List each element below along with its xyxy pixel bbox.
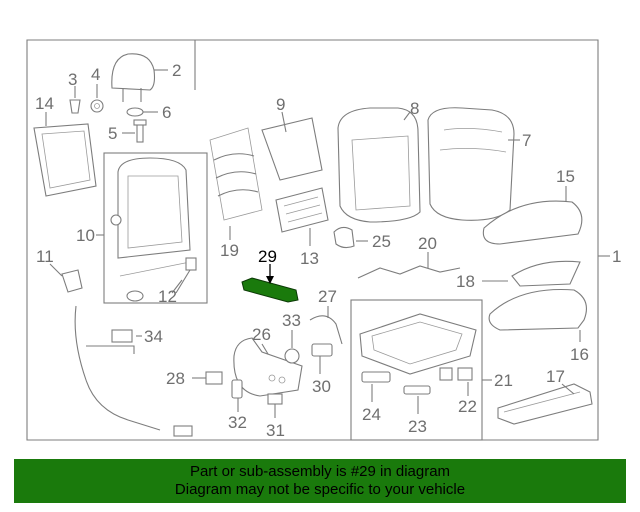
seat-adjuster <box>359 313 477 395</box>
part-29-highlight <box>241 264 299 303</box>
spring-mat <box>209 127 263 240</box>
cushion-wiring <box>357 265 461 279</box>
callout-21: 21 <box>494 371 513 390</box>
callout-34: 34 <box>144 327 163 346</box>
info-line-2: Diagram may not be specific to your vehi… <box>174 481 466 498</box>
callout-24: 24 <box>362 405 381 424</box>
seat-cushion <box>488 288 587 331</box>
callout-30: 30 <box>312 377 331 396</box>
callout-23: 23 <box>408 417 427 436</box>
callout-22: 22 <box>458 397 477 416</box>
trim-clip <box>205 371 223 385</box>
seat-back-frame <box>110 157 197 302</box>
callout-32: 32 <box>228 413 247 432</box>
frame-group-box <box>103 152 208 304</box>
info-line-1: Part or sub-assembly is #29 in diagram <box>189 463 451 480</box>
callout-26: 26 <box>252 325 271 344</box>
seat-wire-harness <box>74 305 193 437</box>
callout-6: 6 <box>162 103 171 122</box>
callout-1: 1 <box>612 247 621 266</box>
back-panel <box>33 112 97 197</box>
callout-2: 2 <box>172 61 181 80</box>
callout-28: 28 <box>166 369 185 388</box>
callout-10: 10 <box>76 226 95 245</box>
callout-5: 5 <box>108 124 117 143</box>
parts-diagram: 1 2 3 4 5 6 7 8 9 10 11 12 13 14 15 16 1… <box>26 39 621 441</box>
callout-18: 18 <box>456 272 475 291</box>
callout-29: 29 <box>258 247 277 266</box>
cable <box>309 315 343 345</box>
clip <box>333 226 355 249</box>
callout-20: 20 <box>418 234 437 253</box>
bolt <box>122 119 147 143</box>
callout-11: 11 <box>36 247 54 266</box>
lumbar-support <box>275 187 329 246</box>
seat-track-rail <box>497 383 593 425</box>
callout-8: 8 <box>410 99 419 118</box>
callout-27: 27 <box>318 287 337 306</box>
knob <box>284 330 300 364</box>
back-pad <box>261 117 323 181</box>
washer <box>126 107 144 117</box>
headrest <box>111 53 168 102</box>
seatback-cushion <box>337 107 421 223</box>
switch <box>231 379 243 399</box>
callout-9: 9 <box>276 95 285 114</box>
callout-14: 14 <box>35 94 54 113</box>
switch-bezel <box>267 393 283 405</box>
adjuster-group-box <box>350 299 483 441</box>
callout-3: 3 <box>68 70 77 89</box>
callout-4: 4 <box>91 65 100 84</box>
seat-pad <box>511 260 581 287</box>
info-banner: Part or sub-assembly is #29 in diagram D… <box>14 459 626 503</box>
callout-31: 31 <box>266 421 285 440</box>
callout-12: 12 <box>158 287 177 306</box>
callout-7: 7 <box>522 131 531 150</box>
callout-17: 17 <box>546 367 565 386</box>
seat-cushion-cover <box>482 200 583 245</box>
diagram-frame <box>26 39 599 441</box>
adjuster-switch <box>311 343 333 357</box>
callout-33: 33 <box>282 311 301 330</box>
callout-15: 15 <box>556 167 575 186</box>
headrest-guides <box>69 84 104 114</box>
side-trim <box>233 337 303 397</box>
callout-13: 13 <box>300 249 319 268</box>
callout-16: 16 <box>570 345 589 364</box>
callout-19: 19 <box>220 241 239 260</box>
callout-25: 25 <box>372 232 391 251</box>
seatback-cover <box>427 107 520 221</box>
bracket <box>61 269 83 293</box>
